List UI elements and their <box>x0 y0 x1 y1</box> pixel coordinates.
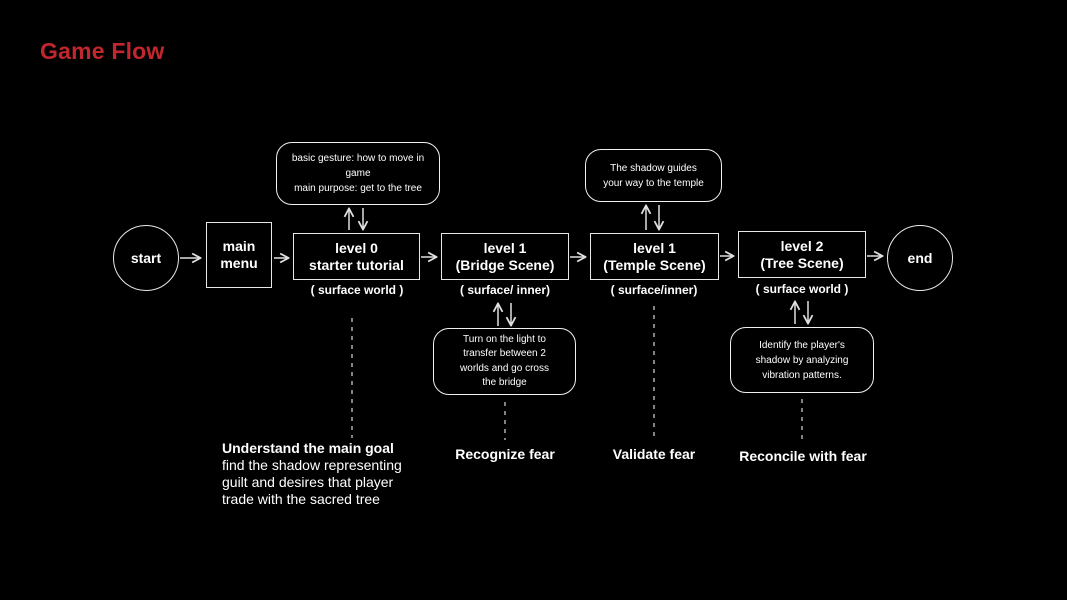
phase-goal-heading: Understand the main goal <box>222 440 394 456</box>
node-level2-tree-label: level 2 (Tree Scene) <box>760 237 844 271</box>
node-main-menu: main menu <box>206 222 272 288</box>
node-end-label: end <box>907 249 933 266</box>
horizontal-flow-arrows <box>180 256 882 258</box>
level1-temple-world-label: ( surface/inner) <box>610 283 698 297</box>
node-level1-bridge-scene: level 1 (Bridge Scene) <box>441 233 569 280</box>
node-level0-starter-tutorial: level 0 starter tutorial <box>293 233 420 280</box>
node-start-label: start <box>130 249 162 266</box>
bidirectional-note-arrows <box>349 205 808 326</box>
tree-note: Identify the player's shadow by analyzin… <box>730 327 874 393</box>
phase-reconcile-with-fear: Reconcile with fear <box>739 448 867 464</box>
level0-world-label: ( surface world ) <box>310 283 404 297</box>
level1-bridge-world-label: ( surface/ inner) <box>459 283 551 297</box>
node-end: end <box>887 225 953 291</box>
phase-dashed-lines <box>351 306 803 442</box>
node-level1-temple-scene: level 1 (Temple Scene) <box>590 233 719 280</box>
temple-note: The shadow guides your way to the temple <box>585 149 722 202</box>
phase-recognize-fear: Recognize fear <box>455 446 555 462</box>
node-main-menu-label: main menu <box>220 238 258 271</box>
node-level0-label: level 0 starter tutorial <box>309 239 404 273</box>
node-start: start <box>113 225 179 291</box>
page-title: Game Flow <box>40 38 165 64</box>
phase-validate-fear: Validate fear <box>612 446 696 462</box>
level2-tree-world-label: ( surface world ) <box>755 282 849 296</box>
node-level1-bridge-label: level 1 (Bridge Scene) <box>455 239 555 273</box>
node-level1-temple-label: level 1 (Temple Scene) <box>603 239 706 273</box>
node-level2-tree-scene: level 2 (Tree Scene) <box>738 231 866 278</box>
bridge-note: Turn on the light to transfer between 2 … <box>433 328 576 395</box>
tutorial-note: basic gesture: how to move in game main … <box>276 142 440 205</box>
phase-goal-description: find the shadow representing guilt and d… <box>222 457 402 507</box>
phase-goal-block: Understand the main goal find the shadow… <box>222 440 402 508</box>
